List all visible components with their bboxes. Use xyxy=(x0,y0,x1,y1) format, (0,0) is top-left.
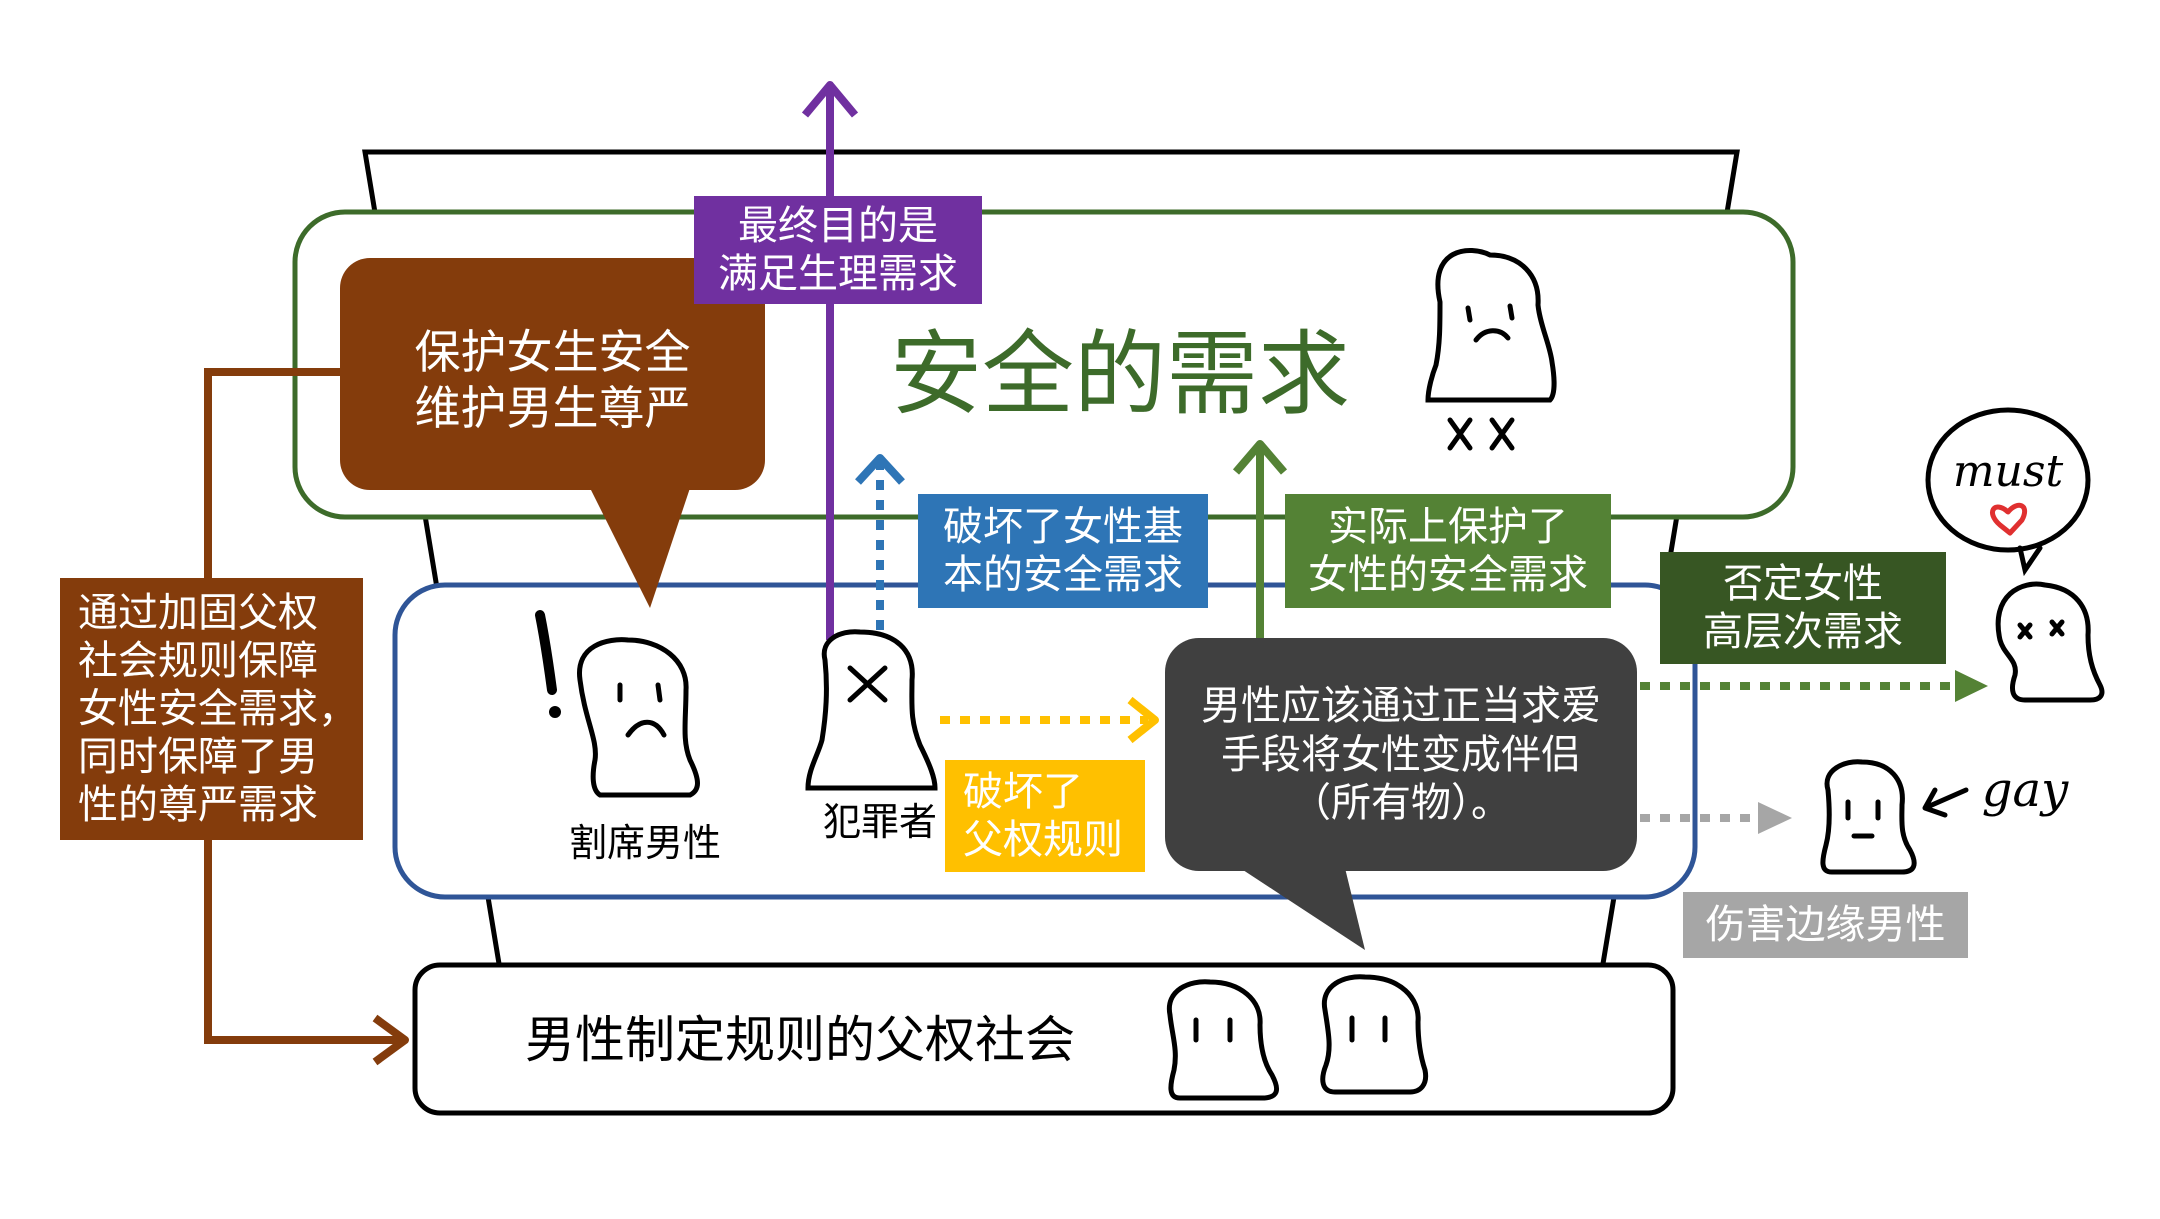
protect-bubble-text: 保护女生安全 维护男生尊严 xyxy=(345,310,760,450)
dark-speech-bubble-tail xyxy=(1240,868,1365,950)
deny-higher-label: 否定女性 高层次需求 xyxy=(1660,552,1946,664)
marginal-male-character xyxy=(1820,759,1969,875)
blue-dotted-arrow-head xyxy=(855,454,905,485)
diagram-title: 安全的需求 xyxy=(889,320,1350,428)
patriarchy-character-left xyxy=(1166,979,1280,1101)
destroy-patriarchy-label: 破坏了 父权规则 xyxy=(945,760,1145,872)
gray-dotted-arrow-head xyxy=(1758,802,1792,834)
dark-speech-line-1: 男性应该通过正当求爱 xyxy=(1201,682,1601,729)
dark-speech-bubble xyxy=(1165,638,1637,871)
exclamation-dot xyxy=(549,706,561,718)
final-goal-line-2: 满足生理需求 xyxy=(718,251,958,297)
destroy-basic-label: 破坏了女性基 本的安全需求 xyxy=(918,494,1208,608)
feedback-arrow-head xyxy=(372,1014,409,1066)
final-goal-line-1: 最终目的是 xyxy=(738,203,938,249)
deny-higher-line-1: 否定女性 xyxy=(1723,561,1883,607)
exclamation-mark xyxy=(535,610,557,695)
left-side-line-3: 女性安全需求， xyxy=(78,686,358,732)
destroy-basic-line-1: 破坏了女性基 xyxy=(943,504,1183,550)
left-side-line-5: 性的尊严需求 xyxy=(78,782,318,828)
left-side-label: 通过加固父权 社会规则保障 女性安全需求， 同时保障了男 性的尊严需求 xyxy=(60,578,363,840)
worried-character-top xyxy=(1425,247,1557,451)
dark-speech-line-3: （所有物）。 xyxy=(1291,780,1511,827)
destroy-patriarchy-line-2: 父权规则 xyxy=(963,817,1123,863)
dark-speech-line-2: 手段将女性变成伴侣 xyxy=(1221,731,1581,778)
deny-higher-line-2: 高层次需求 xyxy=(1703,609,1903,655)
castrated-male-character xyxy=(577,637,700,798)
actually-protect-line-1: 实际上保护了 xyxy=(1328,504,1568,550)
patriarchy-character-right xyxy=(1320,974,1429,1095)
purple-arrow-head xyxy=(801,81,859,118)
yellow-dotted-arrow-head xyxy=(1127,696,1159,744)
must-handwriting: must xyxy=(1952,446,2064,498)
protect-bubble xyxy=(340,258,765,490)
must-character xyxy=(1925,407,2105,703)
protect-line-1: 保护女生安全 xyxy=(414,324,691,379)
offender-caption: 犯罪者 xyxy=(822,799,937,844)
destroy-patriarchy-line-1: 破坏了 xyxy=(963,769,1083,815)
harm-marginal-label: 伤害边缘男性 xyxy=(1683,892,1968,958)
green-up-arrow-head xyxy=(1232,440,1288,475)
patriarchy-text: 男性制定规则的父权社会 xyxy=(525,1010,1075,1069)
dark-green-dotted-arrow-head xyxy=(1955,670,1988,702)
final-goal-label: 最终目的是 满足生理需求 xyxy=(694,196,982,304)
protect-bubble-tail xyxy=(590,488,690,608)
castrated-male-caption: 割席男性 xyxy=(568,820,721,865)
heart-icon xyxy=(1990,502,2028,536)
left-side-line-2: 社会规则保障 xyxy=(78,638,318,684)
offender-character xyxy=(805,629,938,791)
patriarchy-box xyxy=(412,962,1676,1116)
protect-line-2: 维护男生尊严 xyxy=(414,381,691,435)
actually-protect-label: 实际上保护了 女性的安全需求 xyxy=(1285,494,1611,608)
dark-speech-text: 男性应该通过正当求爱 手段将女性变成伴侣 （所有物）。 xyxy=(1170,670,1632,840)
destroy-basic-line-2: 本的安全需求 xyxy=(943,552,1183,598)
left-side-line-4: 同时保障了男 xyxy=(78,734,318,780)
actually-protect-line-2: 女性的安全需求 xyxy=(1308,552,1588,598)
gay-handwriting: gay xyxy=(1981,761,2069,818)
left-side-line-1: 通过加固父权 xyxy=(78,590,318,636)
